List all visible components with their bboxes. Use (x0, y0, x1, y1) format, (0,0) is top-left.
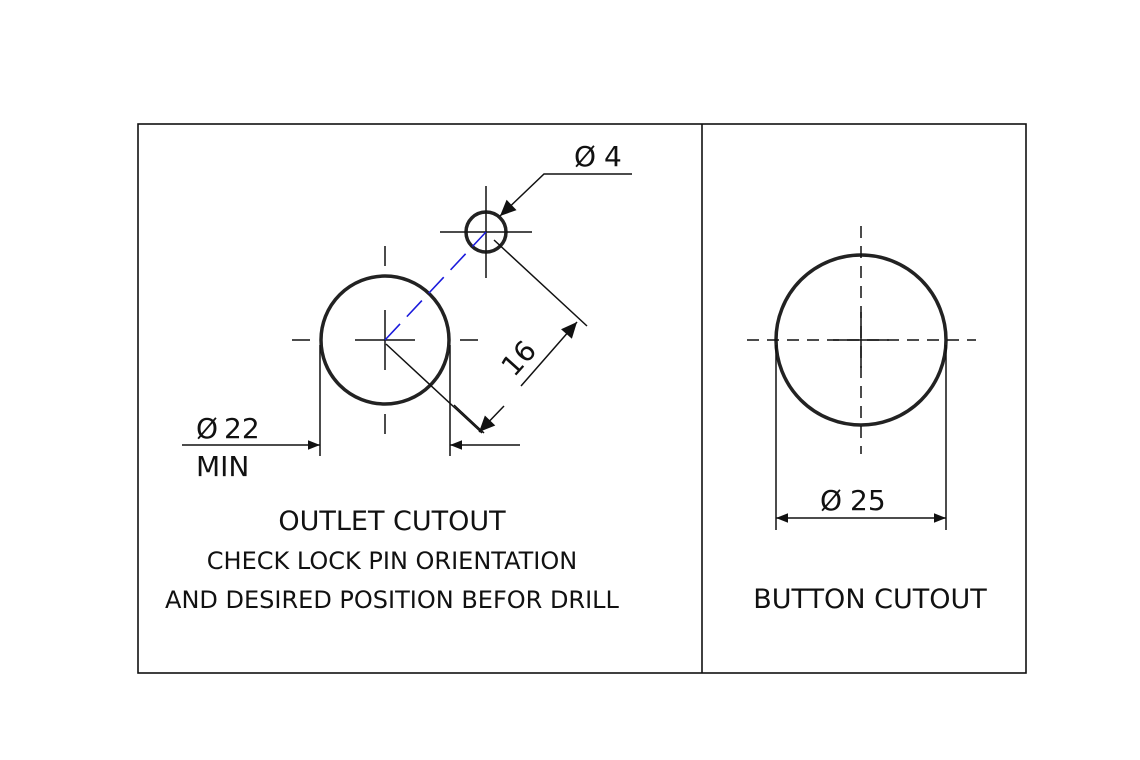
outlet-note-line-1: CHECK LOCK PIN ORIENTATION (207, 547, 577, 575)
pin-offset-dimension-line (520, 321, 578, 387)
outlet-diameter-value: 22 (224, 412, 260, 445)
drawing-frame (137, 123, 1027, 674)
button-cutout-title: BUTTON CUTOUT (753, 584, 987, 615)
outlet-main-hole (319, 274, 451, 406)
outlet-note-line-2: AND DESIRED POSITION BEFOR DRILL (165, 586, 620, 614)
pin-diameter-symbol: Ø (574, 140, 596, 173)
pin-alignment-line (384, 231, 487, 341)
outlet-cutout-title: OUTLET CUTOUT (278, 506, 506, 537)
outlet-diameter-symbol: Ø (196, 412, 218, 445)
pin-offset-dimension-line-lower (478, 405, 505, 433)
button-cutout-panel: Ø 25 BUTTON CUTOUT (747, 226, 987, 615)
outlet-cutout-panel: Ø 22 MIN 16 Ø 4 OUTLET CUTOUT CHECK LOCK… (165, 140, 632, 614)
button-diameter-extension-lines (775, 345, 947, 530)
pin-offset-value: 16 (495, 334, 543, 383)
button-diameter-value: 25 (850, 484, 886, 517)
frame-border (137, 123, 1027, 674)
button-diameter-symbol: Ø (820, 484, 842, 517)
pin-diameter-leader (499, 173, 632, 217)
pin-diameter-value: 4 (604, 140, 622, 173)
outlet-diameter-min-label: MIN (196, 450, 249, 483)
outlet-diameter-extension-lines (319, 345, 451, 456)
button-centerlines (747, 226, 976, 454)
